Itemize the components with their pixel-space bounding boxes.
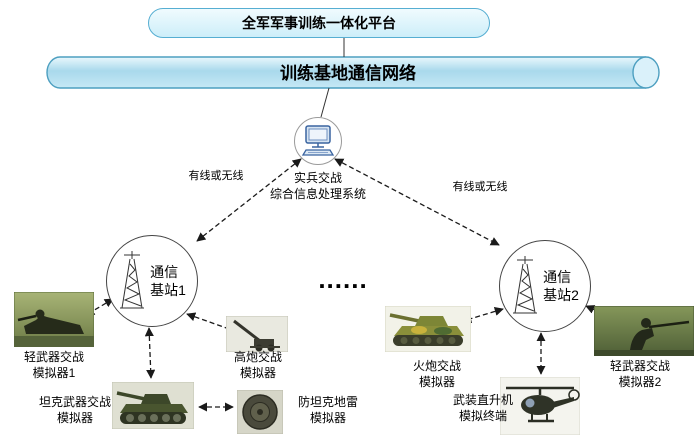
network-label: 训练基地通信网络 [280, 64, 416, 83]
label-tank-weapons-sim: 坦克武器交战 模拟器 [38, 395, 111, 426]
computer-icon [301, 125, 335, 156]
helicopter-photo [500, 377, 580, 435]
mine-photo [237, 390, 283, 434]
processor-label: 实兵交战 综合信息处理系统 [269, 171, 366, 202]
link-label-right: 有线或无线 [452, 181, 508, 193]
aa-gun-photo [226, 316, 288, 352]
label-helicopter-terminal: 武装直升机 模拟终端 [452, 393, 513, 424]
label-artillery-sim: 火炮交战 模拟器 [412, 359, 461, 390]
link-processor-station1 [196, 158, 302, 242]
label-light-weapons-sim-1: 轻武器交战 模拟器1 [23, 350, 84, 381]
tank-photo [112, 382, 194, 429]
base-station-2: 通信 基站2 [499, 240, 591, 332]
link-processor-station2 [334, 158, 500, 246]
network-cylinder-shape [46, 56, 660, 89]
label-light-weapons-sim-2: 轻武器交战 模拟器2 [609, 359, 670, 390]
base-station-1-label: 通信 基站1 [150, 263, 186, 298]
antenna-tower-icon [513, 256, 538, 314]
label-antitank-mine-sim: 防坦克地雷 模拟器 [297, 395, 358, 426]
processor-node [294, 117, 342, 165]
artillery-photo [385, 306, 471, 352]
link-station1-tank [144, 327, 156, 379]
platform-title-box: 全军军事训练一体化平台 [148, 8, 490, 38]
antenna-tower-icon [120, 251, 145, 309]
link-label-left: 有线或无线 [188, 170, 244, 182]
stations-ellipsis: ...... [318, 264, 368, 294]
base-station-2-label: 通信 基站2 [543, 268, 579, 303]
base-station-1: 通信 基站1 [106, 235, 198, 327]
label-aa-gun-sim: 高炮交战 模拟器 [233, 350, 282, 381]
soldier-photo-1 [14, 292, 94, 347]
link-station2-soldier2 [585, 305, 612, 318]
platform-network-link [320, 38, 345, 118]
soldier-photo-2 [594, 306, 694, 356]
platform-title: 全军军事训练一体化平台 [242, 15, 396, 31]
